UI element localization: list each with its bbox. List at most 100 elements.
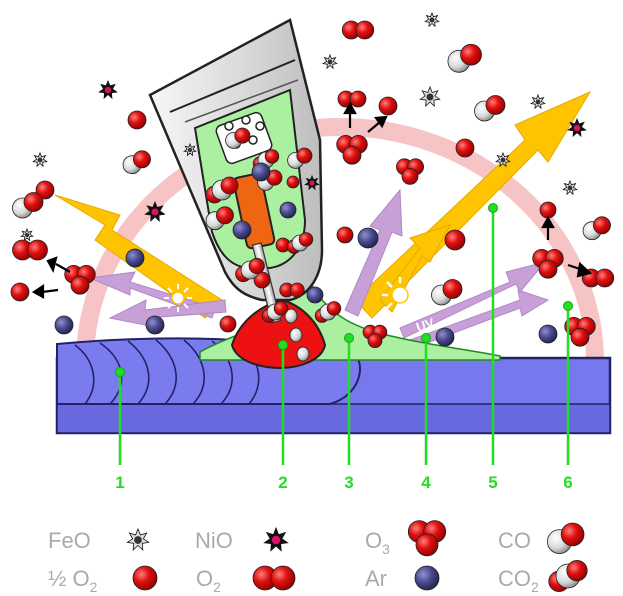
oxygen-atom <box>593 216 611 235</box>
argon-atom-icon <box>435 327 455 347</box>
legend: FeO NiO O3 CO ½ O2 O2 Ar CO2 <box>48 528 539 595</box>
feo-star-icon <box>32 151 48 168</box>
uv-arrow-centre <box>344 188 403 317</box>
nio-star-icon <box>144 200 166 222</box>
argon-atom-icon <box>357 227 379 249</box>
feo-star-icon <box>183 142 197 157</box>
nio-star-icon <box>304 174 320 191</box>
torch-rim <box>169 59 296 113</box>
half-o2-atom-icon <box>219 315 237 333</box>
o2-molecule-icon <box>252 565 296 591</box>
o2-molecule-icon <box>341 20 375 40</box>
legend-co-label: CO <box>498 528 531 553</box>
feo-star-icon <box>419 85 441 107</box>
callout-6: 6 <box>563 301 573 492</box>
callout-1: 1 <box>115 367 125 492</box>
feo-star-icon <box>562 179 578 196</box>
co-molecule-icon <box>447 43 482 73</box>
argon-atom-icon <box>414 565 440 591</box>
oxygen-atom <box>234 127 251 144</box>
oxygen-atom <box>560 522 585 547</box>
half-o2-atom-icon <box>336 226 354 244</box>
o2-molecule-icon <box>279 282 305 298</box>
o3-molecule-icon <box>532 248 564 279</box>
half-o2-atom-icon <box>444 229 466 251</box>
weld-droplets <box>284 308 310 362</box>
workpiece-lower-band <box>56 403 611 434</box>
legend-ar-label: Ar <box>365 566 387 591</box>
oxygen-atom <box>215 206 234 225</box>
oxygen-atom <box>460 43 482 66</box>
uv-arrow-mid-left <box>108 299 227 327</box>
co2-molecule-icon <box>261 301 289 323</box>
co2-molecule-icon <box>314 301 342 323</box>
oxygen-atom <box>264 149 280 164</box>
legend-o2-label: O2 <box>196 566 221 595</box>
half-o2-atom-icon <box>286 175 300 189</box>
callout-number: 4 <box>421 473 431 492</box>
torch-rim-2 <box>184 79 299 123</box>
half-o2-atom-icon <box>132 565 158 591</box>
o3-molecule-icon <box>407 520 447 557</box>
co-molecule-icon <box>474 95 506 122</box>
argon-atom-icon <box>279 201 297 219</box>
argon-atom-icon <box>306 286 324 304</box>
o2-molecule-icon <box>337 90 367 108</box>
oxygen-atom <box>415 533 439 557</box>
co-molecule-icon <box>547 522 585 554</box>
co-molecule-icon <box>431 279 463 306</box>
oxygen-atom <box>485 95 506 115</box>
co2-molecule-icon <box>205 176 239 204</box>
oxygen-atom <box>326 301 342 316</box>
half-o2-atom-icon <box>35 180 55 200</box>
uv-arrow-right <box>399 261 547 339</box>
co2-molecule-icon <box>548 559 588 593</box>
oxygen-atom <box>132 150 151 169</box>
o2-molecule-icon <box>12 239 48 261</box>
callout-number: 1 <box>115 473 124 492</box>
co-molecule-icon <box>205 206 234 231</box>
legend-half-o2-label: ½ O2 <box>48 566 98 595</box>
half-o2-atom-icon <box>378 96 398 116</box>
oxygen-atom <box>220 176 239 195</box>
legend-nio-label: NiO <box>195 528 233 553</box>
legend-co2-label: CO2 <box>498 566 539 595</box>
feo-star-icon <box>20 227 34 242</box>
oxygen-atom <box>342 145 362 165</box>
motion-arrows <box>31 101 593 299</box>
legend-feo-label: FeO <box>48 528 91 553</box>
spark-icon <box>164 284 192 312</box>
nio-star-icon <box>98 79 118 100</box>
legend-o3-label: O3 <box>365 528 390 557</box>
uv-label-right: UV <box>414 315 436 335</box>
half-o2-atom-icon <box>10 282 30 302</box>
o3-molecule-icon <box>64 264 96 295</box>
feo-star-icon <box>530 93 546 110</box>
co-molecule-icon <box>12 192 44 219</box>
half-o2-atom-icon <box>539 201 557 219</box>
o3-molecule-icon <box>395 158 425 185</box>
molecules <box>10 11 615 349</box>
spark-icon <box>382 277 418 313</box>
oxygen-atom <box>23 192 44 212</box>
nio-star-icon <box>567 117 587 138</box>
co-molecule-icon <box>225 127 251 149</box>
legend-icons <box>126 520 588 593</box>
oxygen-atom <box>538 259 558 279</box>
half-o2-atom-icon <box>455 138 475 158</box>
co2-molecule-icon <box>286 232 314 254</box>
co2-molecule-icon <box>235 257 265 283</box>
nio-star-icon <box>263 526 289 552</box>
oxygen-atom <box>273 301 289 316</box>
oxygen-atom <box>289 282 305 298</box>
oxygen-atom <box>296 147 313 164</box>
argon-atom-icon <box>232 220 252 240</box>
callout-number: 3 <box>344 473 353 492</box>
oxygen-atom <box>298 232 314 247</box>
feo-star-icon <box>126 527 150 551</box>
half-o2-atom-icon <box>127 110 147 130</box>
argon-atom-icon <box>125 248 145 268</box>
